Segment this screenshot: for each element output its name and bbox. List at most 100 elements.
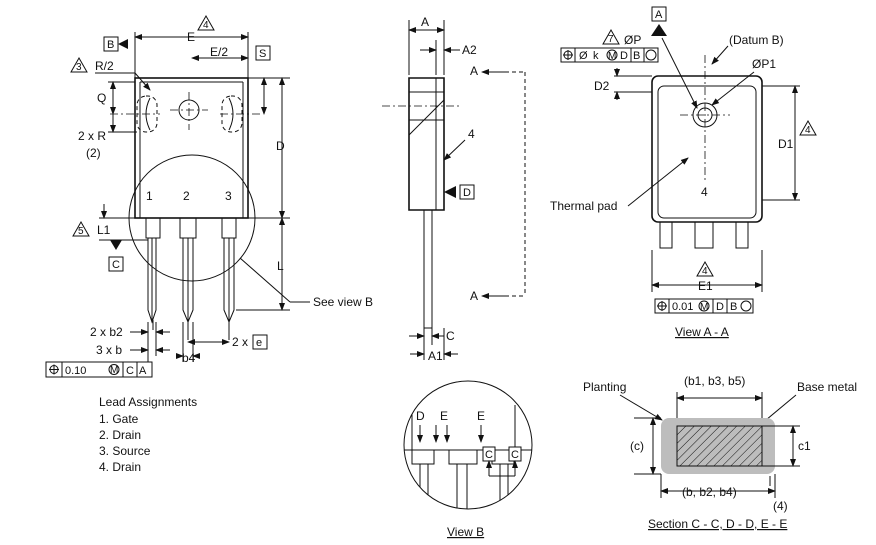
- view-b-d-label: D: [416, 409, 425, 423]
- dim-q-label: Q: [97, 91, 106, 105]
- dim-2xb2-label: 2 x b2: [90, 325, 123, 339]
- datum-d-label: D: [463, 187, 471, 199]
- note-4-d1: 4: [805, 125, 811, 136]
- dim-l1-label: L1: [97, 223, 111, 237]
- dim-e2-label: E/2: [210, 45, 228, 59]
- dim-d2-label: D2: [594, 79, 610, 93]
- view-a-body: [651, 75, 763, 223]
- fcf-bottom-mmc: M: [700, 302, 708, 313]
- dim-d1-label: D1: [778, 137, 794, 151]
- view-a-title: View A - A: [675, 325, 729, 339]
- view-b: D E E C C View B: [403, 380, 533, 539]
- view-a-fcf-bottom: 0.01 M D B: [654, 298, 754, 314]
- lead-item-3: 3. Source: [99, 444, 151, 458]
- thermal-pad-outline: [657, 85, 757, 219]
- pin-3-label: 3: [225, 189, 232, 203]
- datum-d-box: [459, 184, 475, 200]
- fcf-phi: Ø: [579, 50, 588, 62]
- note-4-e1: 4: [702, 266, 708, 277]
- note-triangle-4-d1: [799, 119, 817, 136]
- view-b-c-label-2: C: [511, 449, 519, 461]
- fcf-top-mmc: M: [608, 51, 616, 62]
- note-4-label: 4: [203, 20, 209, 31]
- note-triangle-5: [72, 220, 90, 237]
- pin-2-label: 2: [183, 189, 190, 203]
- datum-d-triangle: [444, 186, 456, 198]
- base-metal-label: Base metal: [797, 380, 857, 394]
- fcf-top-b: B: [633, 50, 640, 62]
- datum-c-triangle: [110, 240, 122, 250]
- front-feature-control-frame: 0.10 M C A: [45, 361, 153, 378]
- lead-item-1: 1. Gate: [99, 412, 139, 426]
- view-b-e-label-1: E: [440, 409, 448, 423]
- fcf-top-d: D: [620, 50, 628, 62]
- front-view: E 4 B E/2 S 3 R/2: [45, 14, 373, 378]
- dim-e-label: E: [187, 30, 195, 44]
- section-c1-label: c1: [798, 439, 811, 453]
- note-3-label: 3: [76, 62, 82, 73]
- note-5-label: 5: [78, 226, 84, 237]
- leads: [145, 217, 237, 340]
- dim-b4-label: b4: [182, 351, 196, 365]
- datum-s-box: [255, 45, 271, 61]
- dim-e1-label: E1: [698, 279, 713, 293]
- datum-s-label: S: [259, 48, 266, 60]
- dim-3xb-label: 3 x b: [96, 343, 122, 357]
- section-b1b3b5-label: (b1, b3, b5): [684, 374, 745, 388]
- view-b-e-label-2: E: [477, 409, 485, 423]
- dim-c-label: C: [446, 329, 455, 343]
- dim-d-label: D: [276, 139, 285, 153]
- phi-p1-label: ØP1: [752, 57, 776, 71]
- dim-a-label: A: [421, 15, 429, 29]
- section-title: Section C - C, D - D, E - E: [648, 517, 787, 531]
- side-lead: [423, 209, 433, 329]
- side-body: [408, 77, 445, 211]
- fcf-tolerance: 0.10: [65, 365, 86, 377]
- datum-c-label: C: [112, 259, 120, 271]
- datum-b-triangle: [118, 39, 128, 49]
- dim-r2-label: R/2: [95, 59, 114, 73]
- note-triangle-3: [70, 56, 88, 73]
- fcf-bottom-d: D: [716, 301, 724, 313]
- lead-assignments-heading: Lead Assignments: [99, 395, 197, 409]
- view-b-title: View B: [447, 525, 484, 539]
- fcf-datum-a: A: [139, 365, 147, 377]
- dim-paren2-label: (2): [86, 146, 101, 160]
- section-c-label: (c): [630, 439, 644, 453]
- dim-e-pitch-label: e: [256, 337, 262, 349]
- view-a-datum-a-triangle: [651, 24, 667, 36]
- fcf-k: k: [593, 50, 599, 62]
- view-a-datum-a-box: [651, 6, 667, 22]
- dim-2x-label: 2 x: [232, 335, 248, 349]
- view-a-pin-3: [735, 221, 749, 249]
- view-a-note-4: 4: [701, 185, 708, 199]
- datum-c-box: [108, 256, 124, 272]
- section-note-4: (4): [773, 499, 788, 513]
- lead-assignments: Lead Assignments 1. Gate 2. Drain 3. Sou…: [99, 395, 197, 474]
- side-note-4: 4: [468, 127, 475, 141]
- fcf-mmc-1: M: [110, 365, 118, 376]
- note-triangle-4-e1: [696, 260, 714, 277]
- lead-item-2: 2. Drain: [99, 428, 141, 442]
- view-a-a: A 7 ØP (Datum B) ØP1 Ø k M D B: [550, 6, 817, 339]
- fcf-bottom-tol: 0.01: [672, 301, 693, 313]
- section-view: Planting (b1, b3, b5) Base metal (c) c1 …: [583, 374, 857, 531]
- base-metal-section: [676, 425, 763, 467]
- datum-b-label: B: [107, 39, 114, 51]
- section-bb2b4-label: (b, b2, b4): [682, 485, 737, 499]
- section-a-top: A: [470, 64, 478, 78]
- datum-b-view-label: (Datum B): [729, 33, 784, 47]
- dim-a2-label: A2: [462, 43, 477, 57]
- view-a-pin-2: [694, 221, 714, 249]
- view-a-datum-a: A: [655, 9, 663, 21]
- dim-2xr-label: 2 x R: [78, 129, 106, 143]
- lead-item-4: 4. Drain: [99, 460, 141, 474]
- side-view: A A2 4 D A A C: [382, 15, 526, 363]
- note-7-label: 7: [608, 34, 614, 45]
- thermal-pad-label: Thermal pad: [550, 199, 617, 213]
- dim-l-label: L: [277, 259, 284, 273]
- see-view-b-label: See view B: [313, 295, 373, 309]
- note-triangle-7: [602, 28, 620, 45]
- dim-a1-label: A1: [428, 349, 443, 363]
